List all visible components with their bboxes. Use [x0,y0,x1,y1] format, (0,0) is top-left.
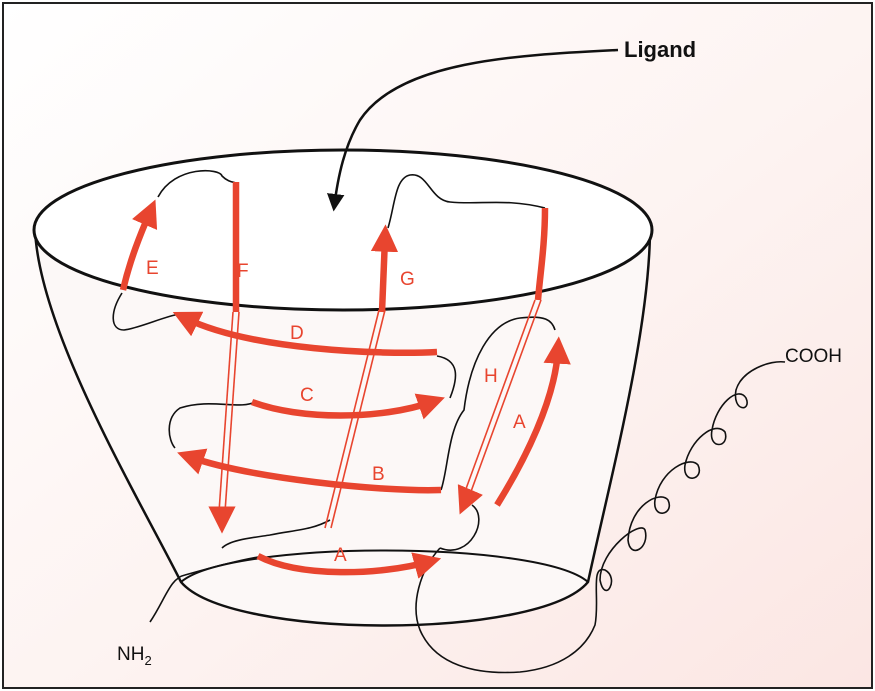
strand-label-a-right: A [513,412,526,433]
strand-label-g: G [400,269,415,290]
strand-label-b: B [372,464,385,485]
strand-label-f: F [237,261,249,282]
strand-label-a-bottom: A [334,545,347,566]
strand-label-d: D [290,323,304,344]
nh2-subscript-text: 2 [144,653,151,668]
ligand-label: Ligand [624,37,696,62]
strand-h-arrowhead [465,495,468,502]
strand-label-h: H [484,366,498,387]
strand-label-e: E [146,258,159,279]
strand-g-top-thick [382,238,385,312]
nh2-main-text: NH [117,644,144,665]
cooh-label: COOH [785,346,842,367]
strand-label-c: C [300,385,314,406]
